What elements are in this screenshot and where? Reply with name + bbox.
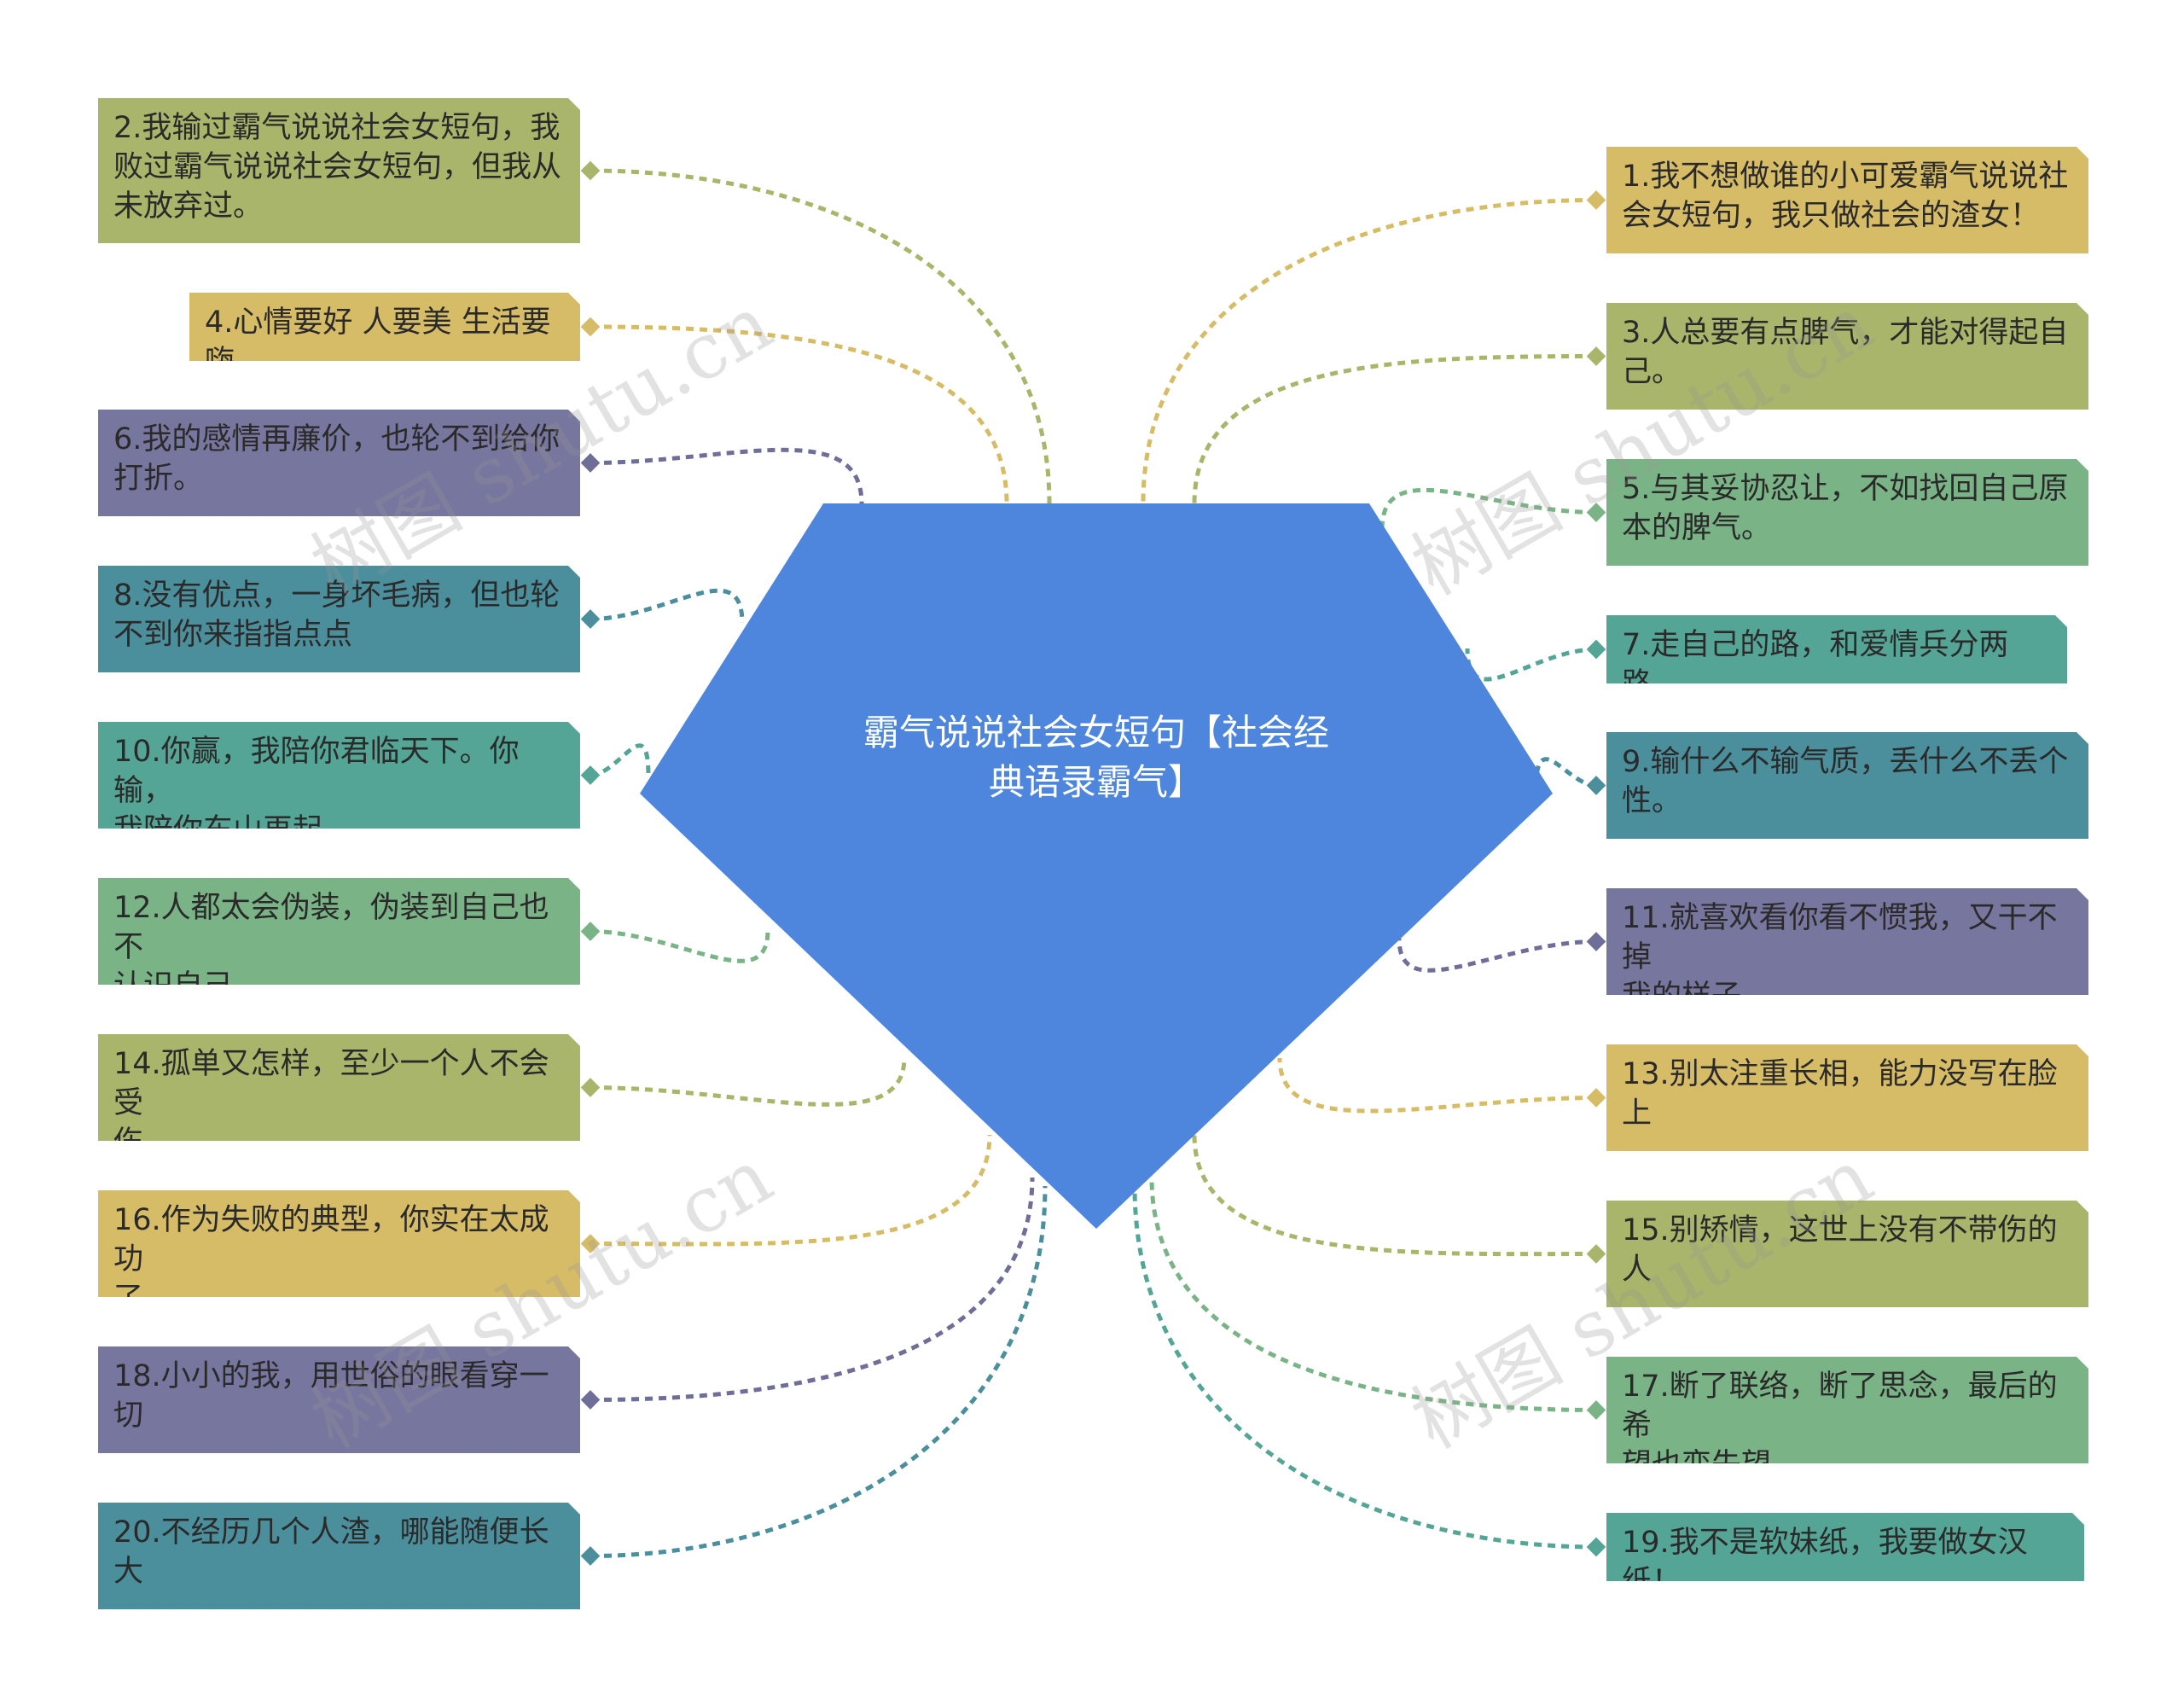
connector-right-5 xyxy=(1397,938,1597,973)
topic-node-left-9[interactable]: 20.不经历几个人渣，哪能随便长大 。 xyxy=(98,1503,580,1609)
connector-right-7 xyxy=(1192,1134,1597,1257)
connector-diamond-right-8 xyxy=(1586,1400,1606,1420)
connector-diamond-left-6 xyxy=(580,1078,601,1097)
connector-diamond-left-3 xyxy=(580,609,601,629)
connector-left-4 xyxy=(590,743,651,777)
connector-left-7 xyxy=(590,1134,992,1247)
topic-node-left-2[interactable]: 6.我的感情再廉价，也轮不到给你 打折。 xyxy=(98,410,580,516)
connector-left-6 xyxy=(590,1057,907,1107)
topic-node-left-1[interactable]: 4.心情要好 人要美 生活要嗨 xyxy=(189,293,580,361)
connector-diamond-right-5 xyxy=(1586,932,1606,951)
topic-node-right-2[interactable]: 5.与其妥协忍让，不如找回自己原 本的脾气。 xyxy=(1606,459,2088,566)
connector-diamond-right-3 xyxy=(1586,639,1606,660)
topic-node-left-3[interactable]: 8.没有优点，一身坏毛病，但也轮 不到你来指指点点 xyxy=(98,566,580,672)
connector-diamond-left-0 xyxy=(580,160,601,181)
central-topic-title: 霸气说说社会女短句【社会经典语录霸气】 xyxy=(863,712,1329,803)
topic-node-left-8[interactable]: 18.小小的我，用世俗的眼看穿一切 。 xyxy=(98,1346,580,1453)
topic-node-right-5[interactable]: 11.就喜欢看你看不惯我，又干不掉 我的样子。 xyxy=(1606,888,2088,995)
connector-diamond-left-4 xyxy=(580,765,601,785)
topic-node-right-6[interactable]: 13.别太注重长相，能力没写在脸上 。 xyxy=(1606,1044,2088,1151)
connector-left-2 xyxy=(590,447,864,504)
topic-node-right-0[interactable]: 1.我不想做谁的小可爱霸气说说社 会女短句，我只做社会的渣女！ xyxy=(1606,147,2088,253)
connector-right-3 xyxy=(1465,647,1597,682)
connector-diamond-right-1 xyxy=(1586,346,1606,366)
connector-diamond-left-2 xyxy=(580,453,601,473)
connector-right-0 xyxy=(1141,198,1597,504)
topic-node-right-7[interactable]: 15.别矫情，这世上没有不带伤的人 。 xyxy=(1606,1201,2088,1307)
connector-diamond-left-9 xyxy=(580,1546,601,1566)
connector-left-8 xyxy=(590,1177,1035,1402)
topic-node-left-0[interactable]: 2.我输过霸气说说社会女短句，我 败过霸气说说社会女短句，但我从 未放弃过。 xyxy=(98,98,580,243)
connector-diamond-right-7 xyxy=(1586,1244,1606,1264)
connector-diamond-left-5 xyxy=(580,922,601,941)
connector-right-2 xyxy=(1380,487,1597,530)
connector-diamond-right-0 xyxy=(1586,190,1606,210)
connector-left-3 xyxy=(590,588,745,624)
connector-left-0 xyxy=(590,168,1052,504)
connector-left-5 xyxy=(590,929,770,963)
connector-diamond-right-4 xyxy=(1586,776,1606,795)
topic-node-right-8[interactable]: 17.断了联络，断了思念，最后的希 望也变失望。 xyxy=(1606,1357,2088,1463)
connector-right-6 xyxy=(1277,1057,1597,1114)
connector-right-1 xyxy=(1192,354,1597,504)
topic-node-left-6[interactable]: 14.孤单又怎样，至少一个人不会受 伤。 xyxy=(98,1034,580,1141)
topic-node-left-4[interactable]: 10.你赢，我陪你君临天下。你输， 我陪你东山再起。 xyxy=(98,722,580,829)
connector-right-9 xyxy=(1132,1185,1597,1550)
connector-diamond-left-1 xyxy=(580,317,601,337)
connector-diamond-right-2 xyxy=(1586,503,1606,522)
connector-diamond-right-9 xyxy=(1586,1537,1606,1557)
topic-node-right-9[interactable]: 19.我不是软妹纸，我要做女汉纸！ xyxy=(1606,1513,2084,1581)
topic-node-right-4[interactable]: 9.输什么不输气质，丢什么不丢个 性。 xyxy=(1606,732,2088,839)
connector-diamond-left-7 xyxy=(580,1234,601,1253)
connector-diamond-right-6 xyxy=(1586,1088,1606,1108)
connector-left-1 xyxy=(590,324,1009,504)
topic-node-right-1[interactable]: 3.人总要有点脾气，才能对得起自 己。 xyxy=(1606,303,2088,410)
topic-node-right-3[interactable]: 7.走自己的路，和爱情兵分两路。 xyxy=(1606,615,2067,683)
connector-diamond-left-8 xyxy=(580,1390,601,1410)
topic-node-left-5[interactable]: 12.人都太会伪装，伪装到自己也不 认识自己。 xyxy=(98,878,580,985)
connector-left-9 xyxy=(590,1185,1048,1558)
